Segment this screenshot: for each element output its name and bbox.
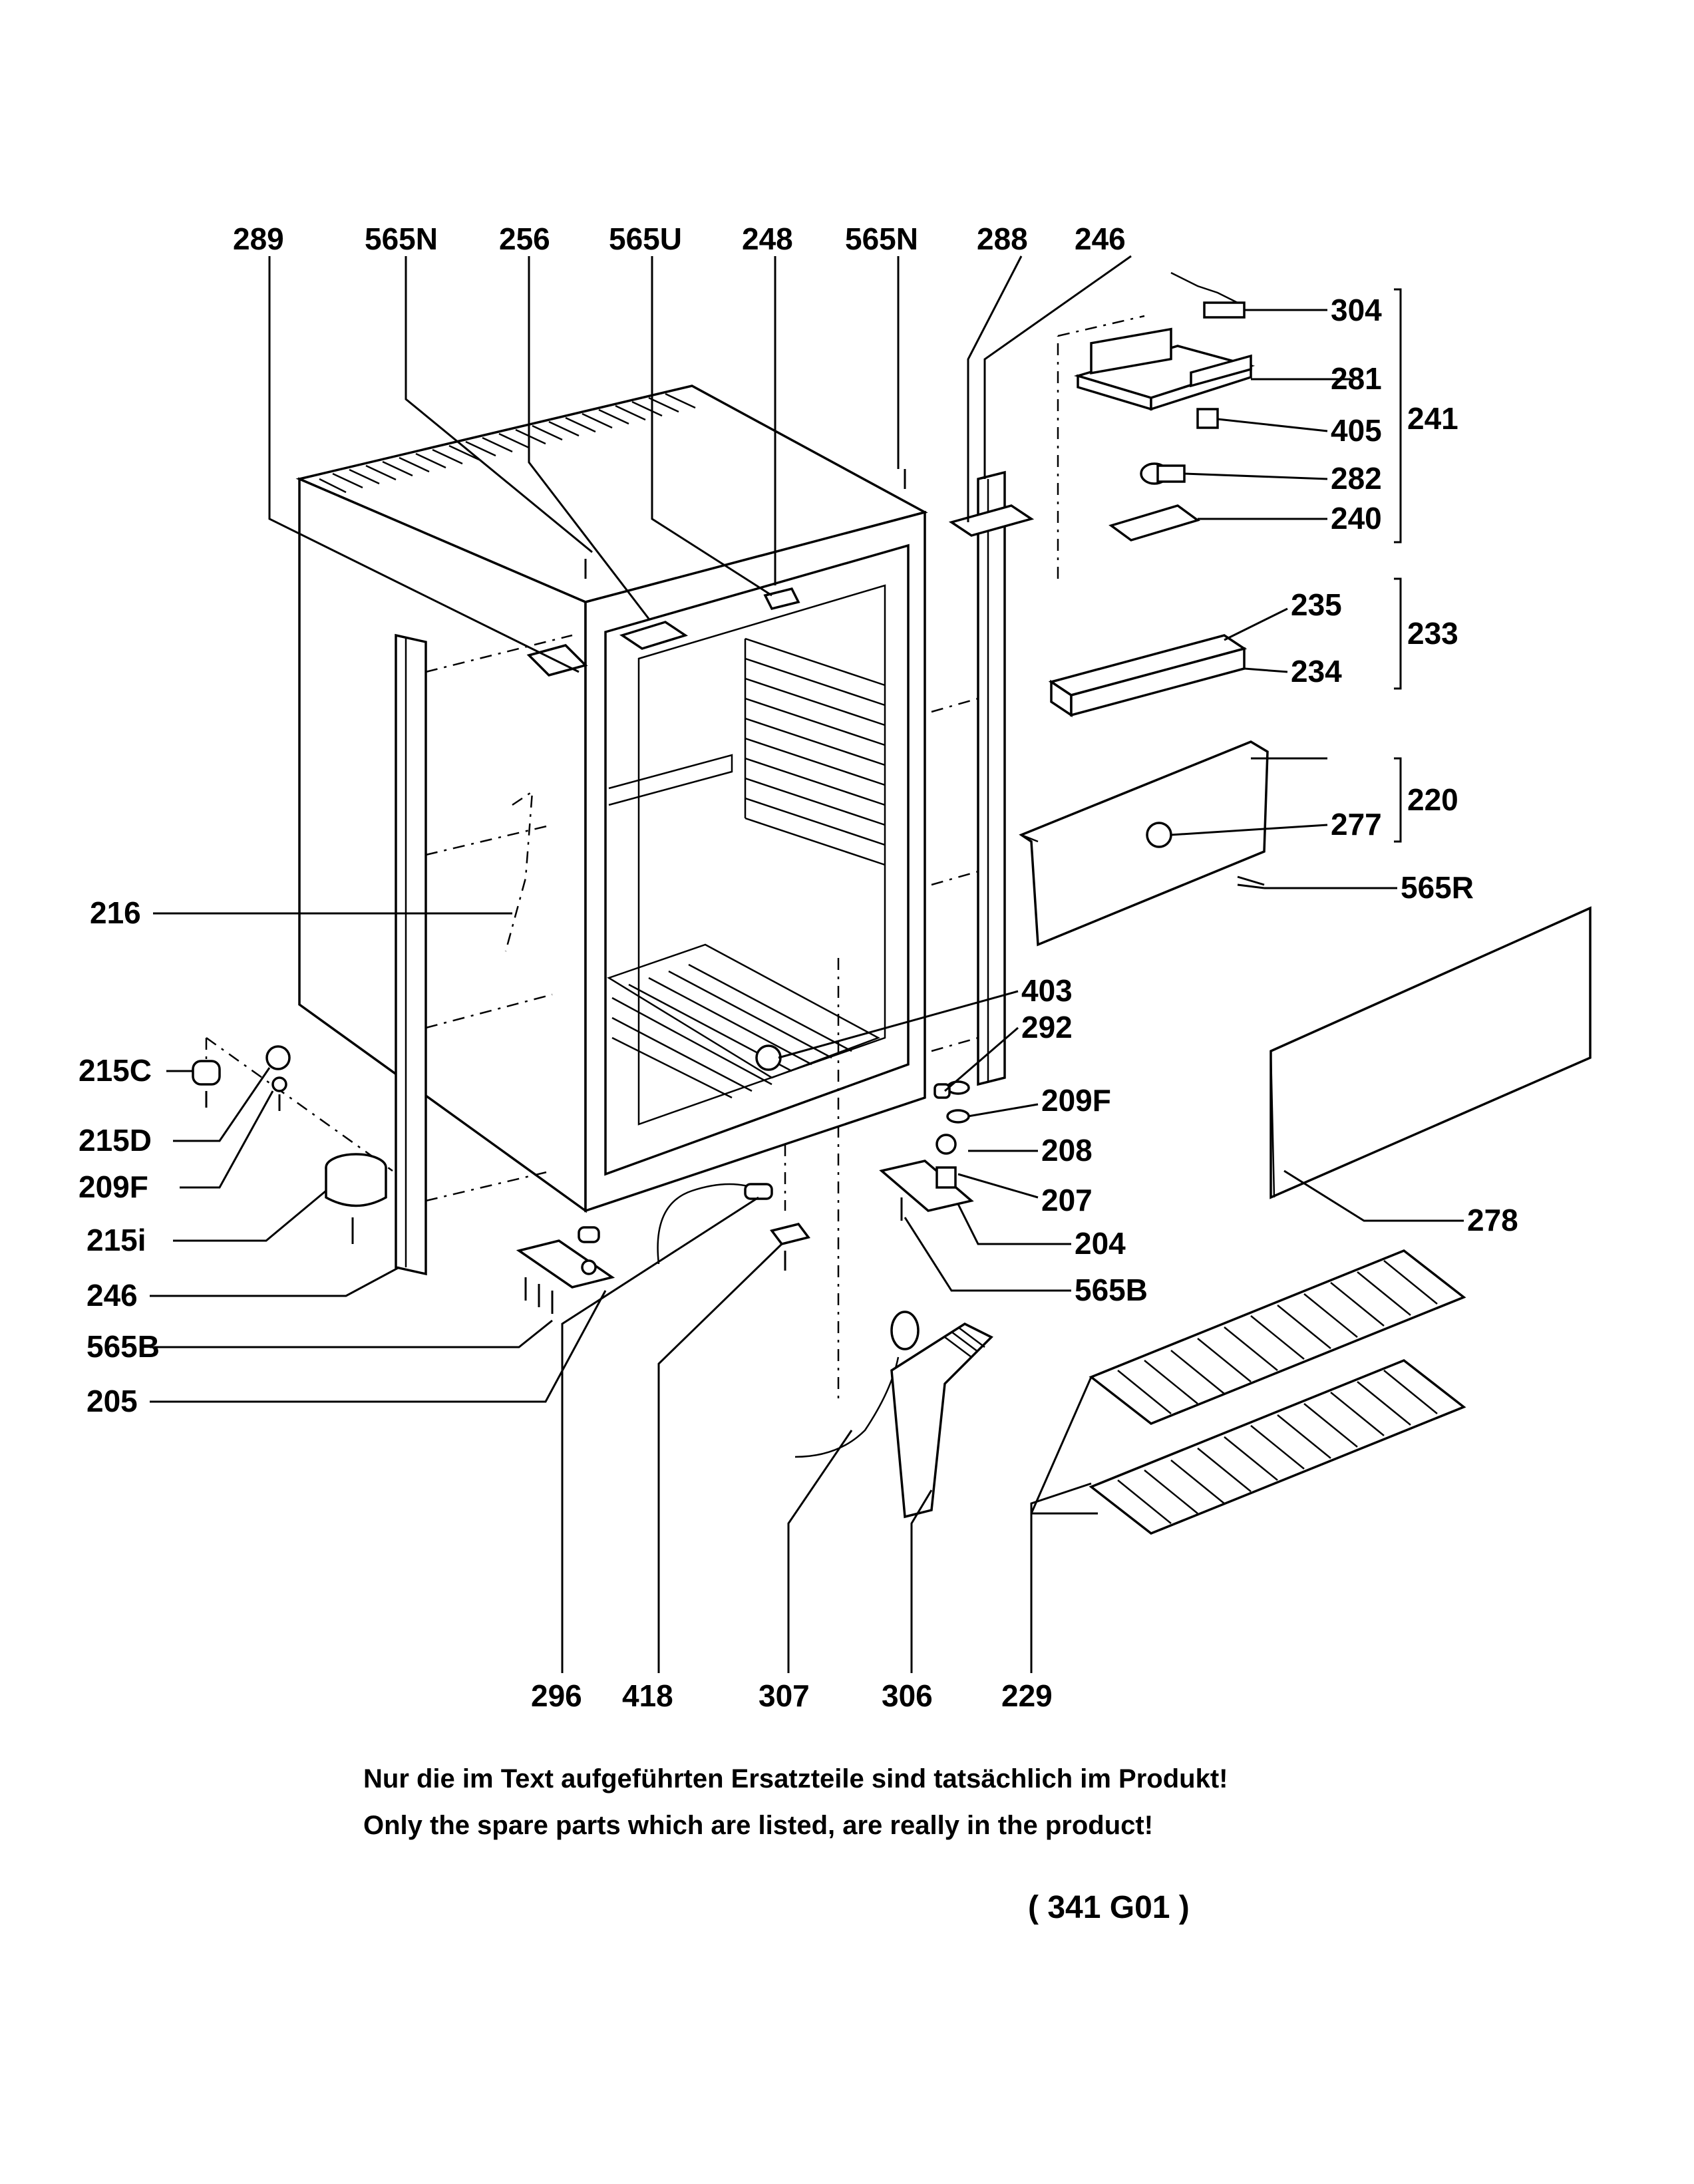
label-229: 229 <box>1001 1678 1053 1713</box>
plug-292 <box>933 1083 951 1099</box>
top-labels: 289 565N 256 565U 248 565N 288 246 <box>233 222 1126 256</box>
label-234: 234 <box>1291 654 1342 689</box>
label-278: 278 <box>1467 1203 1518 1237</box>
label-281: 281 <box>1331 361 1382 396</box>
rear-panel-278 <box>1270 906 1592 1199</box>
hinge-bracket-204 <box>879 1080 974 1212</box>
label-248: 248 <box>742 222 793 256</box>
label-565N-a: 565N <box>365 222 438 256</box>
lamp-socket-241 <box>1140 462 1186 485</box>
label-289: 289 <box>233 222 284 256</box>
drawing-code: ( 341 G01 ) <box>1028 1890 1190 1925</box>
label-215C: 215C <box>79 1053 152 1088</box>
bottom-labels: 296 418 307 306 229 <box>531 1678 1053 1713</box>
label-246-left: 246 <box>86 1278 138 1313</box>
foot-215C <box>192 1060 221 1086</box>
label-216: 216 <box>90 895 141 930</box>
label-307: 307 <box>759 1678 810 1713</box>
bracket-418 <box>770 1223 810 1271</box>
label-220: 220 <box>1407 782 1458 817</box>
wire-shelf-lower <box>1089 1358 1466 1535</box>
label-233: 233 <box>1407 616 1458 651</box>
label-235: 235 <box>1291 587 1342 622</box>
label-205: 205 <box>86 1384 138 1418</box>
label-209F-right: 209F <box>1041 1083 1111 1118</box>
light-housing <box>1073 327 1256 411</box>
door-strip-left <box>395 633 427 1276</box>
washer-209F-left <box>271 1076 287 1092</box>
label-565R: 565R <box>1401 870 1474 905</box>
label-277: 277 <box>1331 807 1382 842</box>
cap-215D <box>265 1045 291 1070</box>
label-418: 418 <box>622 1678 673 1713</box>
control-panel-220 <box>1019 740 1269 947</box>
heater-wire-296 <box>657 1183 773 1265</box>
label-246-top: 246 <box>1075 222 1126 256</box>
door-shelf-233 <box>1048 634 1248 718</box>
label-565N-b: 565N <box>845 222 918 256</box>
label-288: 288 <box>977 222 1028 256</box>
label-209F-left: 209F <box>79 1170 148 1204</box>
label-304: 304 <box>1331 293 1382 327</box>
leader-lines <box>150 255 1464 1673</box>
label-306: 306 <box>882 1678 933 1713</box>
label-292: 292 <box>1021 1010 1073 1044</box>
label-240: 241 <box>1407 401 1458 436</box>
thermostat-sensor-307 <box>794 1311 920 1458</box>
label-403: 403 <box>1021 973 1073 1008</box>
label-215i: 215i <box>86 1223 146 1257</box>
label-565B-left: 565B <box>86 1329 160 1364</box>
lamp-cover-282 <box>1108 504 1200 542</box>
label-208: 208 <box>1041 1133 1093 1168</box>
wire-304 <box>1170 271 1246 319</box>
label-241: 282 <box>1331 461 1382 496</box>
label-565U: 565U <box>609 222 682 256</box>
note-german: Nur die im Text aufgeführten Ersatzteile… <box>363 1764 1228 1794</box>
label-296: 296 <box>531 1678 582 1713</box>
assembly-lines <box>205 315 1145 1404</box>
label-207: 207 <box>1041 1183 1093 1217</box>
door-strip-right <box>977 470 1006 1086</box>
label-204: 204 <box>1075 1226 1126 1261</box>
left-labels: 216 215C 215D 209F 215i 246 565B 205 <box>79 895 160 1418</box>
note-english: Only the spare parts which are listed, a… <box>363 1811 1154 1840</box>
adjustable-foot-215i <box>325 1153 387 1244</box>
label-405: 405 <box>1331 413 1382 448</box>
switch-405 <box>1196 408 1219 429</box>
right-labels: 304 281 405 241 282 240 235 234 233 220 … <box>1021 293 1518 1307</box>
wire-shelf-upper <box>1089 1249 1466 1426</box>
label-215D: 215D <box>79 1123 152 1158</box>
cabinet-body <box>295 385 928 1213</box>
screws-565B-left <box>524 1277 554 1314</box>
screws-top <box>584 469 1265 889</box>
sensor-holder-306 <box>890 1322 993 1519</box>
tube-216 <box>504 790 534 952</box>
label-256: 256 <box>499 222 550 256</box>
label-282: 240 <box>1331 501 1382 536</box>
hinge-bracket-205 <box>516 1226 615 1289</box>
label-565B-right: 565B <box>1075 1273 1148 1307</box>
drain-fitting-403 <box>755 1044 782 1071</box>
